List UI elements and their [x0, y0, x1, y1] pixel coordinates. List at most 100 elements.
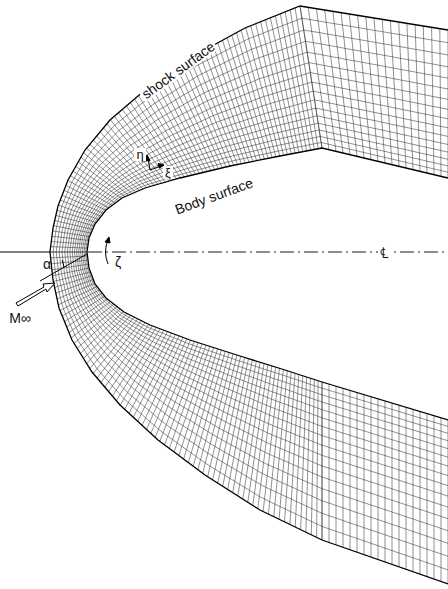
grid-line	[364, 395, 365, 555]
grid-line	[90, 317, 134, 369]
centerline-symbol: ℄	[378, 245, 391, 260]
grid-line	[195, 56, 238, 165]
grid-line	[309, 63, 448, 89]
grid-line	[275, 16, 302, 152]
grid-line	[322, 388, 448, 426]
grid-line	[322, 466, 448, 507]
grid-line	[399, 22, 406, 168]
grid-line	[301, 377, 307, 530]
grid-line	[315, 100, 448, 128]
grid-line	[343, 388, 344, 547]
grid-line	[66, 185, 109, 208]
grid-line	[51, 247, 88, 248]
grid-line	[243, 364, 264, 500]
grid-line	[188, 350, 221, 463]
grid-line	[322, 382, 323, 540]
grid-line	[53, 252, 322, 526]
grid-line	[349, 14, 364, 158]
grid-line	[302, 18, 448, 43]
angle-arc	[62, 260, 64, 268]
flow-direction-line	[40, 254, 87, 281]
grid-line	[310, 73, 448, 100]
grid-line	[72, 91, 313, 252]
grid-line	[366, 17, 378, 162]
surface-label: shock surface	[137, 38, 218, 102]
grid-line	[81, 252, 323, 410]
grid-line	[392, 403, 393, 564]
grid-line	[203, 354, 233, 474]
grid-line	[432, 27, 434, 174]
grid-line	[325, 10, 343, 153]
grid-line	[52, 264, 89, 270]
grid-line	[75, 252, 323, 436]
grid-line	[319, 130, 448, 159]
grid-line	[317, 381, 319, 538]
grid-line	[336, 386, 337, 545]
grid-line	[233, 361, 257, 493]
reference-line	[0, 252, 50, 253]
mesh	[50, 6, 448, 584]
coordinate-arrows	[105, 155, 164, 264]
grid-line	[73, 171, 118, 201]
grid-line	[322, 501, 448, 544]
grid-line	[322, 410, 448, 449]
coordinate-label: ξ	[163, 166, 173, 179]
shock-line	[50, 6, 448, 252]
grid-line	[321, 143, 448, 173]
grid-line	[67, 73, 310, 252]
grid-line	[285, 12, 310, 150]
surface-label: Body surface	[173, 175, 255, 216]
grid-line	[62, 52, 307, 252]
grid-line	[261, 22, 292, 154]
grid-line	[270, 18, 299, 153]
grid-line	[378, 399, 379, 560]
grid-line	[100, 132, 150, 187]
grid-line	[67, 252, 322, 466]
grid-line	[322, 426, 448, 466]
grid-line	[440, 29, 441, 177]
angle-label: α	[43, 257, 51, 271]
grid-line	[199, 53, 241, 164]
grid-line	[169, 345, 206, 448]
centerline	[88, 252, 448, 253]
grid-line	[256, 24, 288, 155]
grid-line	[84, 137, 320, 253]
grid-line	[77, 252, 322, 426]
grid-line	[318, 123, 448, 152]
grid-line	[322, 513, 448, 556]
grid-line	[434, 416, 435, 579]
grid-line	[184, 349, 218, 459]
grid-line	[79, 116, 317, 252]
grid-line	[307, 52, 448, 78]
grid-line	[248, 365, 268, 503]
grid-line	[423, 26, 427, 173]
grid-line	[306, 378, 311, 532]
grid-line	[371, 397, 372, 557]
grid-line	[357, 393, 358, 553]
grid-line	[322, 477, 448, 519]
grid-line	[50, 252, 87, 253]
grid-line	[322, 382, 323, 540]
grid-line	[399, 405, 400, 567]
grid-line	[82, 252, 322, 402]
grid-line	[258, 367, 276, 509]
flow-arrow	[16, 283, 55, 306]
grid-line	[253, 366, 272, 506]
grid-line	[316, 108, 448, 136]
grid-line	[322, 436, 448, 476]
grid-line	[56, 252, 322, 513]
grid-line	[190, 58, 234, 165]
shock-line	[50, 252, 448, 584]
grid-line	[322, 402, 448, 441]
grid-line	[279, 372, 291, 519]
grid-line	[322, 526, 448, 570]
grid-line	[341, 13, 357, 157]
grid-line	[52, 236, 89, 240]
grid-line	[120, 330, 164, 405]
grid-line	[62, 252, 322, 489]
grid-line	[97, 321, 141, 378]
grid-line	[79, 252, 322, 418]
grid-line	[70, 252, 322, 455]
grid-line	[77, 108, 316, 252]
grid-line	[50, 252, 87, 253]
